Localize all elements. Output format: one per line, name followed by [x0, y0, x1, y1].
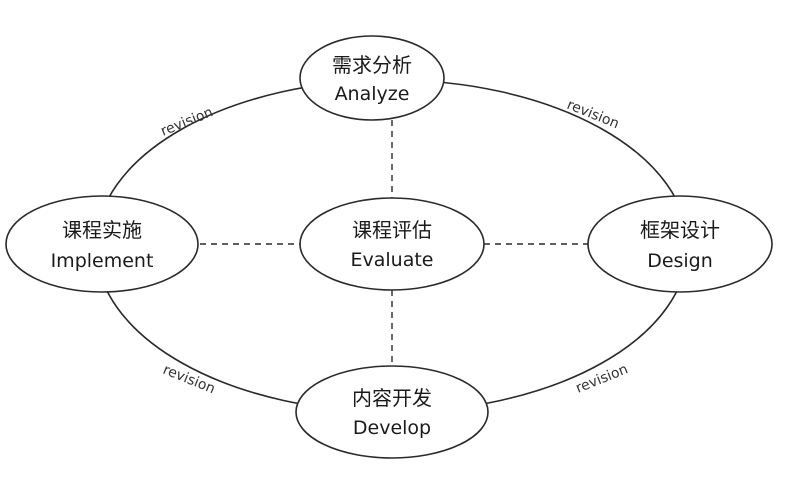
node-implement-shape	[5, 195, 199, 293]
node-design-shape	[587, 195, 773, 293]
revision-label-bottom-right: revision	[574, 361, 631, 396]
node-implement-en: Implement	[51, 250, 154, 272]
node-analyze-shape	[299, 35, 445, 121]
node-evaluate-en: Evaluate	[351, 249, 434, 271]
node-analyze-zh: 需求分析	[332, 53, 412, 77]
node-analyze: 需求分析 Analyze	[299, 35, 445, 121]
node-design-en: Design	[647, 250, 713, 272]
node-design: 框架设计 Design	[587, 195, 773, 293]
node-implement-zh: 课程实施	[62, 218, 142, 242]
node-design-zh: 框架设计	[640, 218, 720, 242]
node-develop-en: Develop	[353, 417, 431, 439]
revision-label-top-left: revision	[159, 104, 216, 139]
revision-label-top-right: revision	[565, 97, 622, 132]
node-implement: 课程实施 Implement	[5, 195, 199, 293]
node-analyze-en: Analyze	[335, 83, 410, 105]
node-evaluate-shape	[299, 197, 485, 291]
node-develop-zh: 内容开发	[352, 386, 432, 410]
node-develop-shape	[295, 365, 489, 459]
node-evaluate: 课程评估 Evaluate	[299, 197, 485, 291]
node-evaluate-zh: 课程评估	[352, 218, 432, 242]
node-develop: 内容开发 Develop	[295, 365, 489, 459]
